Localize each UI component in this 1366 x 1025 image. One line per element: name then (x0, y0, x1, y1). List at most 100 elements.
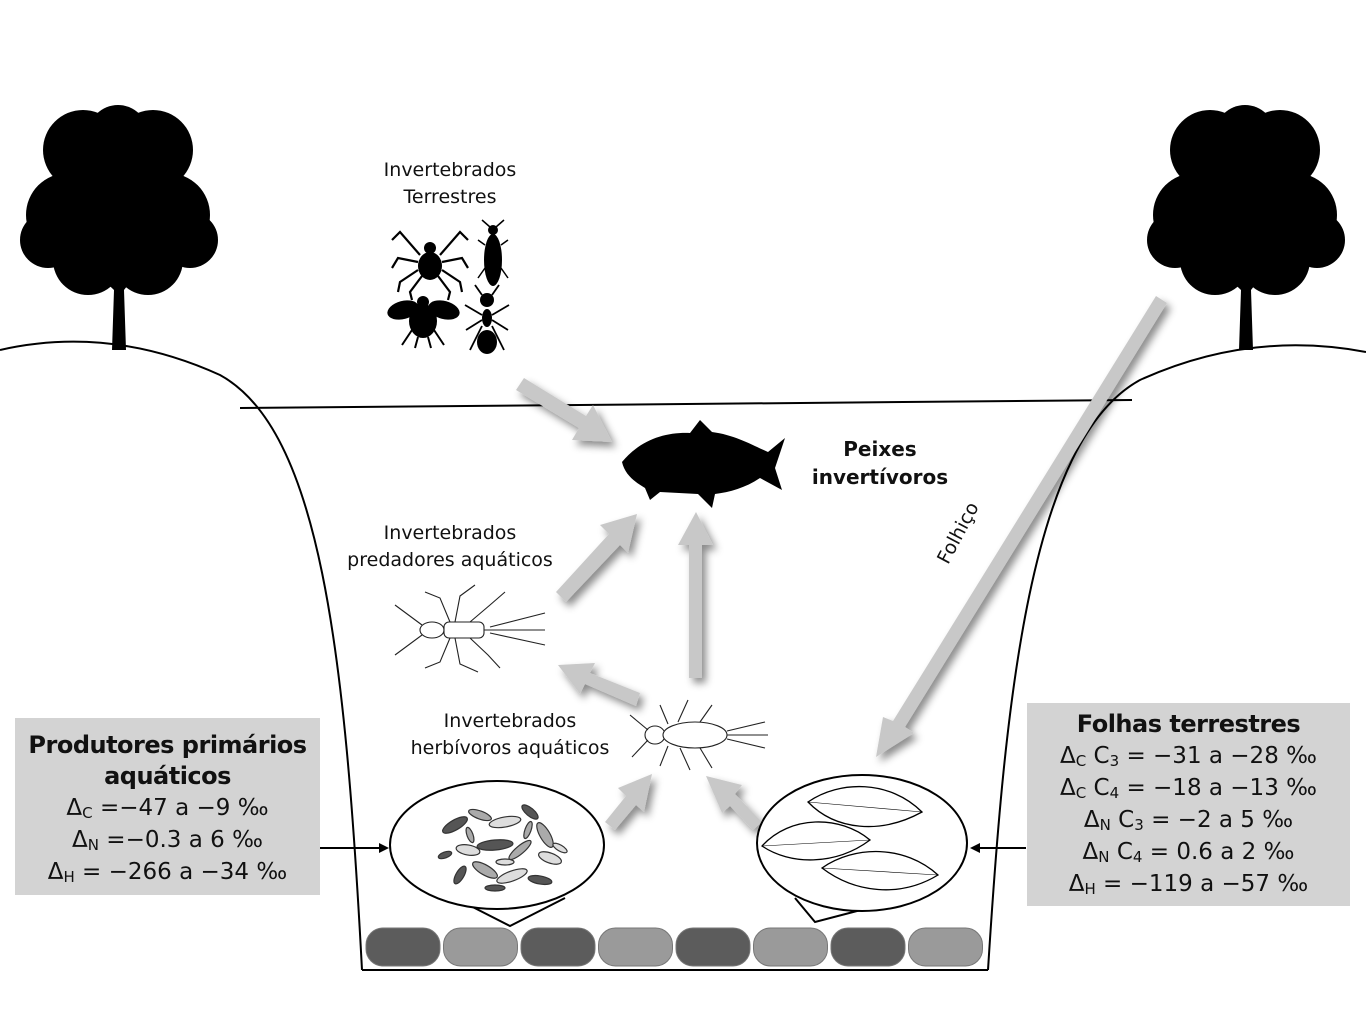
stone (598, 927, 673, 967)
delta-symbol: Δ (1083, 807, 1100, 833)
isotope-line: ΔN C3 = −2 a 5 ‰ (1027, 804, 1350, 836)
isotope-range: = −119 a −57 ‰ (1095, 871, 1309, 897)
diatom (453, 865, 467, 885)
mayfly-larva-icon (629, 699, 768, 771)
isotope-subscript: H (1084, 880, 1096, 898)
isotope-subscript: C (1075, 752, 1087, 770)
label-line: Terrestres (403, 186, 497, 208)
label-line: Invertebrados (383, 522, 517, 544)
arrow-herbivores-to-predators (558, 663, 640, 706)
spider-icon (391, 230, 469, 301)
diatom (465, 826, 475, 844)
isotope-photosynthesis-subscript: 4 (1132, 848, 1143, 866)
isotope-subscript: C (1075, 784, 1087, 802)
diatom (495, 858, 515, 866)
algae-bubble (389, 780, 605, 928)
isotope-subscript: N (87, 836, 99, 854)
arrow-algae-to-herbivores (605, 774, 652, 830)
label-line: predadores aquáticos (347, 549, 553, 571)
isotope-subscript: H (63, 868, 75, 886)
diatom (536, 822, 554, 848)
ant-icon (464, 284, 510, 354)
box-title: Produtores primários (28, 731, 307, 759)
isotope-range: = 0.6 a 2 ‰ (1142, 839, 1295, 865)
label-line: Invertebrados (383, 159, 517, 181)
stone (908, 927, 983, 967)
aquatic-predators-label: Invertebrados predadores aquáticos (320, 520, 580, 574)
diatom (476, 839, 514, 851)
isotope-subscript: N (1099, 816, 1111, 834)
isotope-line: ΔH = −119 a −57 ‰ (1027, 868, 1350, 900)
stonefly-larva-icon (394, 584, 546, 673)
isotope-subscript: N (1098, 848, 1110, 866)
diatom (527, 874, 553, 886)
isotope-line: ΔC C3 = −31 a −28 ‰ (1027, 740, 1350, 772)
isotope-photosynthesis-subscript: 3 (1109, 752, 1120, 770)
isotope-photosynthesis-subscript: 3 (1134, 816, 1144, 834)
bee-icon (387, 296, 460, 349)
delta-symbol: Δ (66, 795, 83, 821)
delta-symbol: Δ (1060, 775, 1076, 801)
diatom (521, 804, 539, 820)
isotope-line: ΔH = −266 a −34 ‰ (15, 856, 320, 888)
isotope-range: = −2 a 5 ‰ (1143, 807, 1294, 833)
diatom (455, 844, 481, 856)
leaves-icon (761, 786, 940, 891)
arrow-predators-to-fish (556, 514, 637, 602)
stone (830, 927, 906, 967)
diatom (523, 820, 533, 840)
left-bank (0, 340, 363, 971)
right-bank (987, 344, 1366, 971)
label-line: Invertebrados (443, 710, 577, 732)
isotope-line: ΔN C4 = 0.6 a 2 ‰ (1027, 836, 1350, 868)
stone (675, 927, 751, 967)
diatom (472, 861, 498, 879)
isotope-photosynthesis: C (1086, 743, 1110, 769)
arrow-herbivores-to-fish (678, 512, 713, 678)
terrestrial-leaves-box: Folhas terrestres ΔC C3 = −31 a −28 ‰ΔC … (1027, 703, 1350, 906)
isotope-range: = −31 a −28 ‰ (1119, 743, 1317, 769)
cricket-icon (477, 219, 509, 286)
isotope-line: ΔC C4 = −18 a −13 ‰ (1027, 772, 1350, 804)
terrestrial-invertebrates-label: Invertebrados Terrestres (350, 157, 550, 211)
label-line: Peixes (843, 437, 917, 461)
stone (753, 927, 828, 967)
diatom (552, 842, 568, 854)
isotope-range: = −18 a −13 ‰ (1119, 775, 1317, 801)
diatom (496, 868, 528, 884)
isotope-range: =−47 a −9 ‰ (92, 795, 269, 821)
delta-symbol: Δ (47, 859, 64, 885)
arrow-terrestrial-to-fish (516, 378, 612, 442)
water-surface (239, 399, 1133, 409)
isotope-subscript: C (82, 804, 93, 822)
delta-symbol: Δ (72, 827, 88, 853)
diatom (442, 816, 468, 834)
box-title: Folhas terrestres (1076, 710, 1301, 738)
invertivorous-fish-label: Peixes invertívoros (790, 435, 970, 491)
diatom (537, 851, 563, 865)
delta-symbol: Δ (1060, 743, 1076, 769)
stone (365, 927, 441, 967)
isotope-range: = −266 a −34 ‰ (74, 859, 288, 885)
algae-icon (437, 804, 568, 892)
stone (520, 927, 596, 967)
stream-bed-stones (365, 927, 983, 967)
diatom (488, 815, 522, 829)
label-line: invertívoros (811, 465, 949, 489)
stone (443, 927, 518, 967)
diatom (437, 850, 453, 860)
arrow-primary-producers-callout (317, 843, 389, 853)
arrow-litter-to-leaves (876, 296, 1167, 757)
fish-icon (622, 420, 785, 508)
isotope-line: ΔN =−0.3 a 6 ‰ (15, 824, 320, 856)
leaves-bubble (756, 774, 968, 924)
arrow-leaves-to-herbivores (706, 776, 762, 830)
diatom (468, 808, 492, 822)
isotope-photosynthesis: C (1086, 775, 1110, 801)
delta-symbol: Δ (1068, 871, 1085, 897)
isotope-photosynthesis: C (1110, 807, 1135, 833)
isotope-photosynthesis: C (1109, 839, 1133, 865)
isotope-photosynthesis-subscript: 4 (1109, 784, 1120, 802)
